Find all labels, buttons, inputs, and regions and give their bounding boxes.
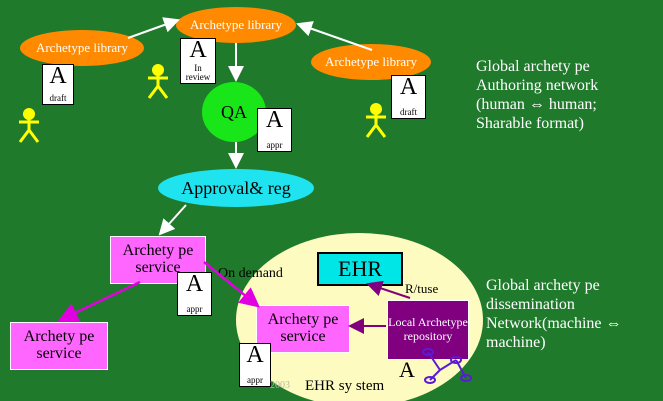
archetype-library-top: Archetype library <box>176 7 296 43</box>
card-service-appr-letter: A <box>185 271 204 297</box>
archetype-service-upper: Archety pe service <box>110 236 206 284</box>
archetype-library-left: Archetype library <box>20 30 144 66</box>
card-draft-left-sub: draft <box>49 93 67 103</box>
card-bottom-appr: A appr <box>239 342 271 387</box>
archetype-service-left: Archety pe service <box>10 322 108 370</box>
global-dissemination-text: Global archety pe dissemination Network(… <box>486 277 622 351</box>
ehr-label: EHR <box>338 256 382 282</box>
faint-year-text: 2003 <box>270 380 290 391</box>
person-icon-left <box>18 108 40 143</box>
network-icon <box>422 348 472 384</box>
repository-label: Local Archetype repository <box>388 315 468 343</box>
archetype-library-left-label: Archetype library <box>35 40 129 55</box>
approval-label: Approval& reg <box>181 177 291 198</box>
card-draft-right: A draft <box>391 74 426 119</box>
card-qa-appr-letter: A <box>265 107 284 133</box>
card-repo-letter: A <box>399 357 415 382</box>
archetype-service-left-label: Archety pe service <box>23 328 95 362</box>
card-service-appr: A appr <box>177 271 212 316</box>
card-draft-left-letter: A <box>49 63 67 89</box>
card-in-review-letter: A <box>189 37 207 63</box>
approval-registration-node: Approval& reg <box>158 169 314 207</box>
archetype-service-upper-label: Archety pe service <box>122 242 194 276</box>
local-archetype-repository: Local Archetype repository <box>387 300 469 360</box>
archetype-service-ehr-label: Archety pe service <box>267 311 339 345</box>
person-icon-right <box>365 103 387 138</box>
archetype-library-top-label: Archetype library <box>189 17 283 32</box>
ehr-system-label: EHR sy stem <box>305 378 385 394</box>
archetype-service-ehr: Archety pe service <box>256 305 350 353</box>
qa-label: QA <box>221 101 247 122</box>
archetype-library-right-label: Archetype library <box>324 54 418 69</box>
arrow-left-to-top <box>127 17 180 39</box>
person-icon-center <box>147 64 169 99</box>
card-qa-appr-sub: appr <box>266 140 283 150</box>
card-qa-appr: A appr <box>257 107 292 152</box>
ehr-box: EHR <box>317 252 403 286</box>
card-draft-right-sub: draft <box>400 107 417 117</box>
arrow-right-to-top <box>296 21 373 51</box>
card-draft-right-letter: A <box>399 74 418 100</box>
qa-node: QA <box>202 82 266 142</box>
global-authoring-text: Global archety pe Authoring network (hum… <box>476 58 599 132</box>
card-in-review: A In review <box>180 37 216 84</box>
card-bottom-appr-sub: appr <box>247 375 263 385</box>
card-service-appr-sub: appr <box>186 304 203 314</box>
arrow-repo-to-ehr <box>366 280 411 299</box>
card-in-review-sub: In review <box>185 63 211 82</box>
arrow-service-to-ehr-service <box>203 261 260 308</box>
arrow-service-to-left-service <box>57 280 141 322</box>
rtuse-label: R/tuse <box>405 281 439 296</box>
card-draft-left: A draft <box>42 63 74 105</box>
on-demand-label: On demand <box>218 266 283 281</box>
card-bottom-appr-letter: A <box>246 342 264 368</box>
arrow-approval-to-service <box>158 204 187 236</box>
